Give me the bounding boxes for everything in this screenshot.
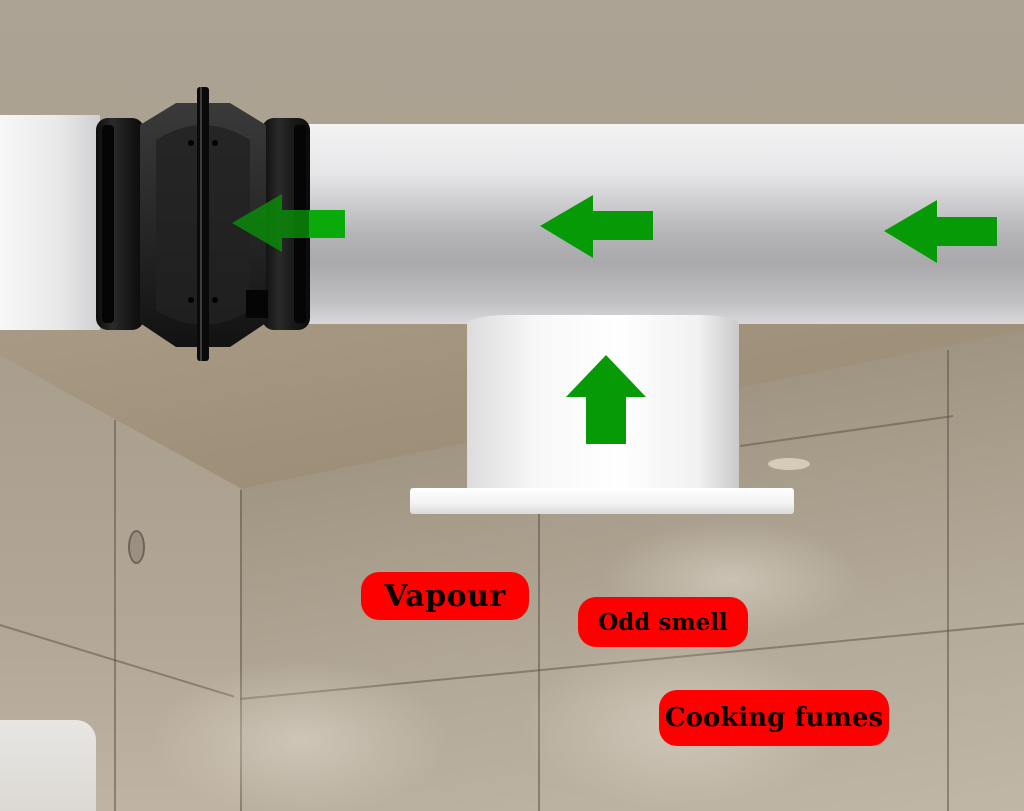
wall-light-reflection bbox=[768, 458, 810, 470]
tile-line bbox=[538, 440, 540, 811]
tile-line bbox=[947, 350, 949, 811]
smoke bbox=[150, 660, 450, 811]
arrow-up-icon bbox=[566, 355, 646, 444]
wall-screw bbox=[128, 530, 145, 564]
cooking-fumes-label: Cooking fumes bbox=[659, 690, 889, 746]
inline-duct-fan bbox=[96, 87, 310, 361]
towel-rail bbox=[0, 720, 96, 811]
duct-left-segment bbox=[0, 115, 100, 330]
odd-smell-label: Odd smell bbox=[578, 597, 748, 647]
hood-flange bbox=[410, 488, 794, 514]
tile-line bbox=[114, 420, 116, 811]
arrow-left-icon bbox=[232, 194, 345, 252]
arrow-left-icon bbox=[884, 200, 997, 263]
arrow-left-icon bbox=[540, 195, 653, 258]
vapour-label: Vapour bbox=[361, 572, 529, 620]
wall-corner-line bbox=[240, 490, 242, 811]
